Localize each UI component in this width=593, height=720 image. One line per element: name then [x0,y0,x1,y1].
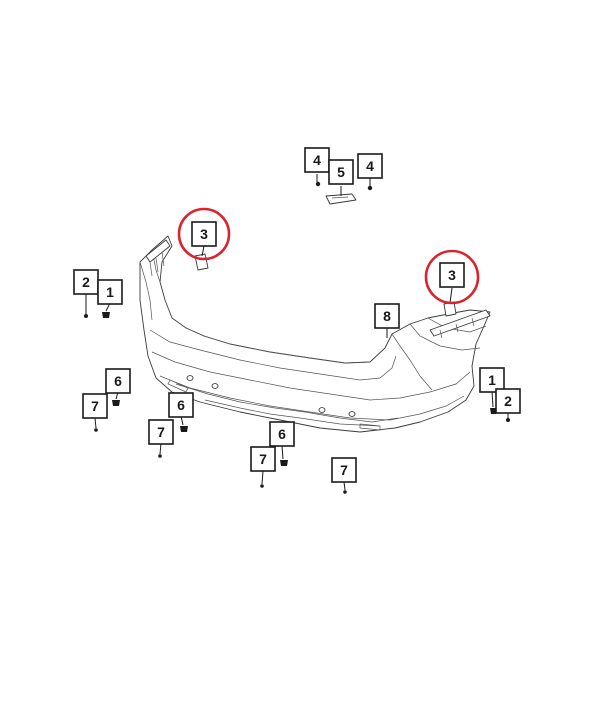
svg-text:6: 6 [278,426,286,442]
callout-2-right: 2 [495,388,521,414]
rear-bumper-fascia [139,235,491,433]
svg-text:3: 3 [200,226,208,242]
svg-text:6: 6 [114,373,122,389]
callout-6-a: 6 [105,368,131,394]
svg-text:7: 7 [340,462,348,478]
svg-text:7: 7 [259,451,267,467]
callout-7-a: 7 [82,393,108,419]
highlight-circle-left [177,207,231,261]
callout-3-right: 3 [439,262,465,288]
callout-4-left: 4 [304,147,330,173]
bracket-part-5 [315,181,373,205]
callout-7-b: 7 [148,419,174,445]
svg-text:3: 3 [448,267,456,283]
callout-7-d: 7 [331,457,357,483]
svg-text:7: 7 [157,424,165,440]
callout-8: 8 [374,303,400,329]
svg-text:6: 6 [177,397,185,413]
callout-2-left: 2 [73,269,99,295]
callout-1-right: 1 [479,367,505,393]
callout-5: 5 [328,159,354,185]
callout-6-c: 6 [269,421,295,447]
svg-text:1: 1 [106,284,114,300]
fasteners-left [84,312,110,318]
highlight-circle-right [424,249,480,305]
callout-7-c: 7 [250,446,276,472]
svg-text:2: 2 [82,274,90,290]
svg-text:4: 4 [313,152,321,168]
callout-6-b: 6 [168,392,194,418]
callout-3-left: 3 [191,221,217,247]
callout-4-right: 4 [357,153,383,179]
trim-piece-3-left [194,253,209,271]
callout-1-left: 1 [97,279,123,305]
svg-text:4: 4 [366,158,374,174]
svg-text:1: 1 [488,372,496,388]
svg-text:2: 2 [504,393,512,409]
svg-text:7: 7 [91,398,99,414]
svg-text:5: 5 [337,164,345,180]
svg-text:8: 8 [383,308,391,324]
